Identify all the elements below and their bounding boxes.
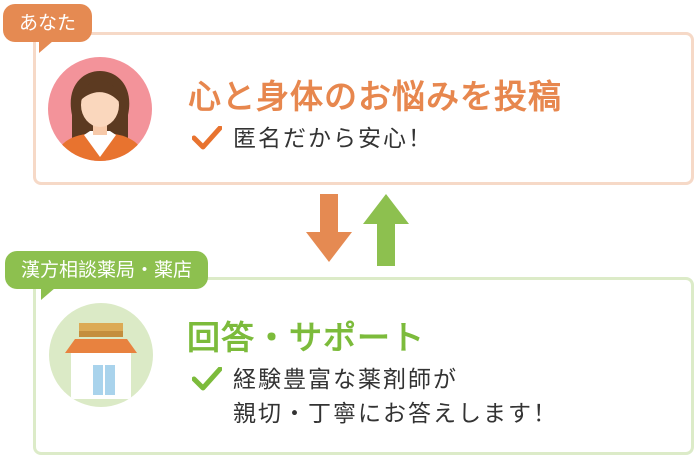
user-title: 心と身体のお悩みを投稿 [188,77,562,116]
user-tab-text: あなた [19,12,77,34]
check-icon [192,126,222,150]
pharmacy-answer-card [33,277,694,455]
house-icon [49,303,153,407]
pharmacy-subtitle-line: 親切・丁寧にお答えします！ [233,401,558,427]
woman-avatar-icon [48,57,152,161]
pharmacy-subtitle-line: 経験豊富な薬剤師が [233,367,458,393]
pharmacy-tab-text: 漢方相談薬局・薬店 [21,259,193,281]
pharmacy-subtitle: 経験豊富な薬剤師が 親切・丁寧にお答えします！ [233,363,558,431]
arrow-up-icon [363,194,409,266]
user-subtitle: 匿名だから安心！ [233,122,433,156]
pharmacy-tab-label: 漢方相談薬局・薬店 [5,251,209,300]
user-subtitle-line: 匿名だから安心！ [233,126,433,152]
check-icon [192,367,222,391]
arrow-down-icon [306,194,352,262]
user-tab-label: あなた [3,4,93,53]
pharmacy-title: 回答・サポート [187,318,425,357]
